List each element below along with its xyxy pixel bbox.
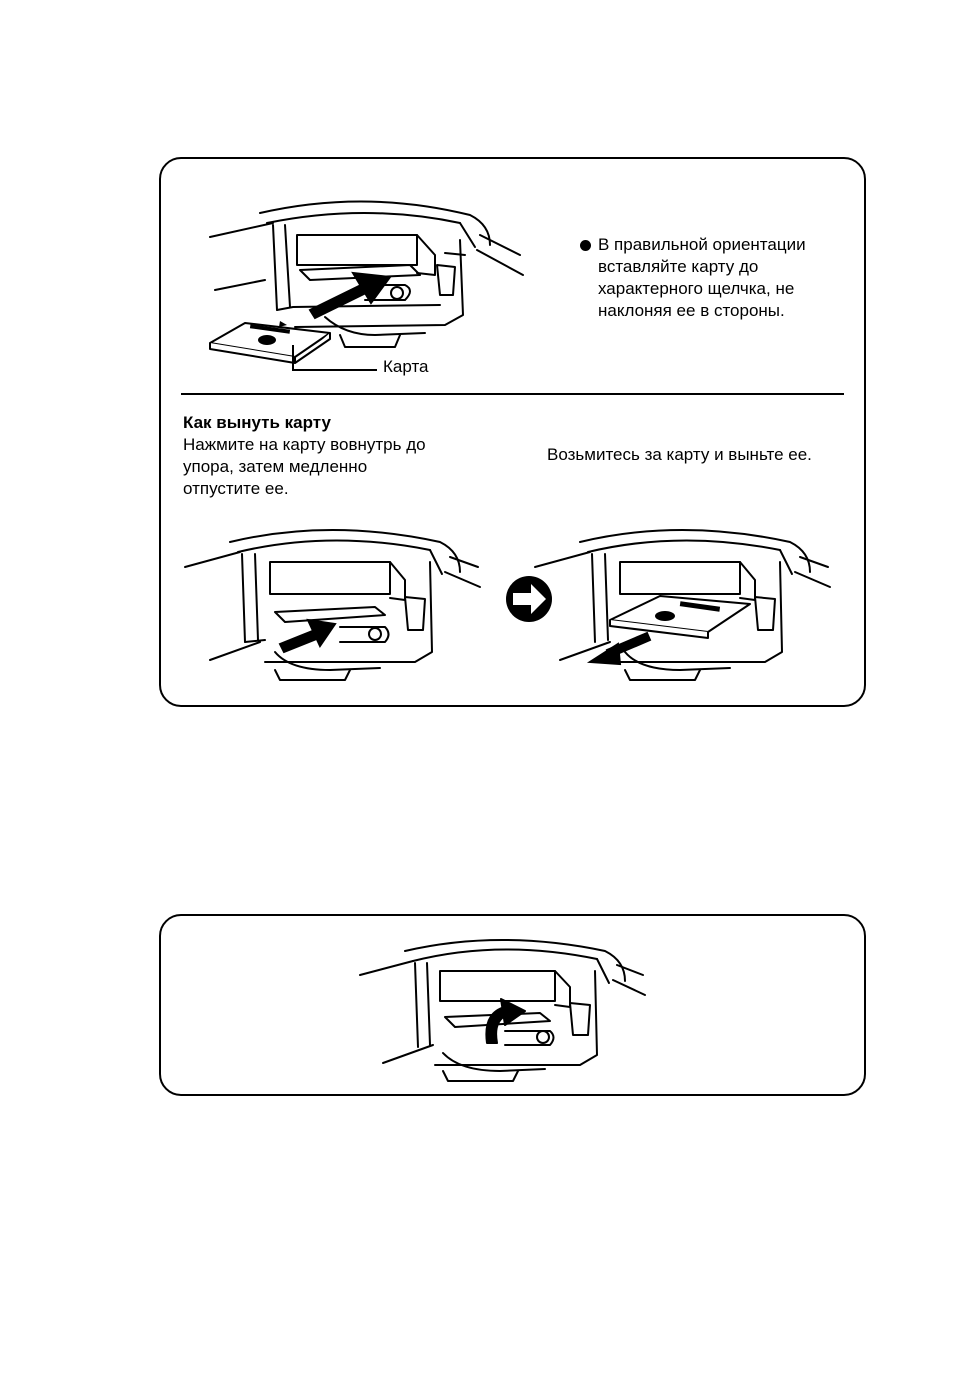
camera-slot-remove-illustration [530, 512, 835, 687]
bullet-dot [580, 240, 591, 251]
camera-slot-close-illustration [355, 925, 645, 1085]
card-label: Карта [383, 356, 429, 378]
insert-instruction-line-3: характерного щелчка, не [598, 278, 794, 300]
insert-instruction-line-2: вставляйте карту до [598, 256, 758, 278]
insert-instruction-line-4: наклоняя ее в стороны. [598, 300, 785, 322]
camera-slot-insert-illustration [205, 195, 525, 370]
remove-step1-line-2: упора, затем медленно [183, 456, 367, 478]
section-divider [181, 393, 844, 395]
remove-card-heading: Как вынуть карту [183, 412, 331, 434]
remove-step2-text: Возьмитесь за карту и выньте ее. [547, 444, 812, 466]
remove-step1-line-1: Нажмите на карту вовнутрь до [183, 434, 426, 456]
camera-slot-press-illustration [180, 512, 480, 687]
remove-step1-line-3: отпустите ее. [183, 478, 289, 500]
insert-instruction-line-1: В правильной ориентации [598, 234, 806, 256]
